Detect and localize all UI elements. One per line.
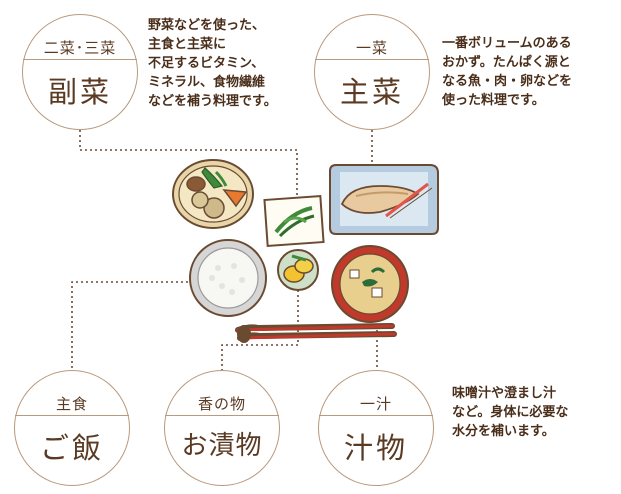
- pickles-dish-icon: [277, 249, 319, 291]
- greens-plate-icon: [263, 195, 325, 247]
- shushoku-top-label: 主食: [55, 395, 88, 413]
- shirumono-circle: 一汁 汁物: [318, 370, 434, 486]
- connector-lines: [71, 130, 378, 378]
- rice-bowl-icon: [189, 239, 267, 317]
- shusai-circle: 一菜 主菜: [314, 14, 430, 130]
- konomono-main-label: お漬物: [181, 431, 263, 461]
- shushoku-circle: 主食 ご飯: [14, 370, 130, 486]
- connector-shushoku: [71, 281, 218, 378]
- konomono-circle: 香の物 お漬物: [164, 370, 280, 486]
- shirumono-description: 味噌汁や澄まし汁 など。身体に必要な 水分を補います。: [452, 386, 569, 439]
- fukusai-circle: 二菜･三菜 副菜: [22, 14, 138, 130]
- shusai-top-label: 一菜: [355, 39, 388, 57]
- fukusai-top-label: 二菜･三菜: [43, 39, 117, 57]
- fukusai-main-label: 副菜: [47, 75, 112, 109]
- connector-fukusai: [79, 130, 298, 200]
- fukusai-divider: [23, 59, 137, 60]
- simmered-vegetables-icon: [172, 159, 254, 229]
- shusai-main-label: 主菜: [339, 75, 404, 109]
- fukusai-description: 野菜などを使った、 主食と主菜に 不足するビタミン、 ミネラル、食物繊維 などを…: [148, 18, 277, 109]
- shusai-divider: [315, 59, 429, 60]
- shirumono-divider: [319, 415, 433, 416]
- konomono-top-label: 香の物: [197, 395, 246, 413]
- chopsticks-icon: [235, 323, 397, 343]
- shushoku-divider: [15, 415, 129, 416]
- konomono-divider: [165, 415, 279, 416]
- miso-soup-bowl-icon: [331, 245, 409, 323]
- shushoku-main-label: ご飯: [39, 431, 104, 465]
- shirumono-main-label: 汁物: [343, 431, 408, 465]
- shirumono-top-label: 一汁: [359, 395, 392, 413]
- shusai-description: 一番ボリュームのある おかず。たんぱく源と なる魚・肉・卵などを 使った料理です…: [442, 36, 573, 108]
- fish-plate-icon: [329, 164, 439, 235]
